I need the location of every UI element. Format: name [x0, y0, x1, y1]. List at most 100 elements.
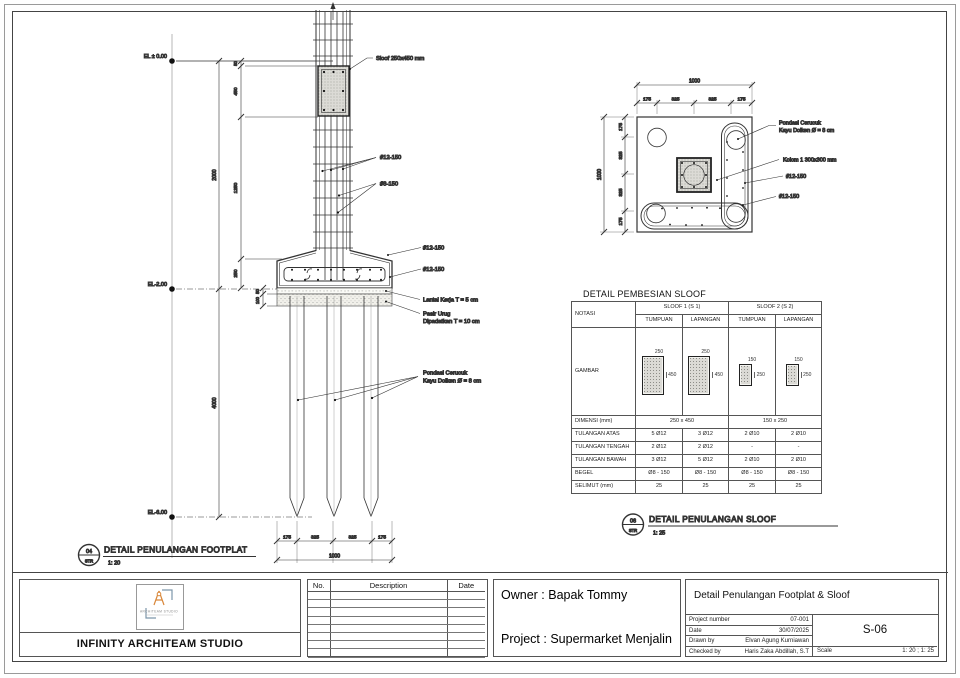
company-logo: ARCHITEAM STUDIO [136, 584, 184, 630]
pembesian-table-title: DETAIL PEMBESIAN SLOOF [583, 289, 706, 299]
footplat-detail-sheet-tag: STR [85, 559, 93, 564]
row-label-tulangan-atas: TULANGAN ATAS [571, 428, 636, 442]
plan-label-cerucuk-2: Kayu Dolken Ø = 8 cm [779, 128, 835, 134]
rev-empty-row [308, 640, 485, 650]
drawing-frame-border [12, 11, 947, 662]
label-pasir-urug-1: Pasir Urug [423, 312, 450, 318]
owner-project-box: Owner : Bapak Tommy Project : Supermarke… [493, 579, 681, 657]
revision-table: No. Description Date [308, 580, 485, 658]
label-lantai-kerja: Lantai Kerja T = 5 cm [423, 298, 478, 304]
field-checked-by: Checked by Haris Zaka Abdillah, S.T [686, 646, 813, 656]
cell: Ø8 - 150 [635, 467, 683, 481]
plan-dim-seg4: 175 [737, 97, 745, 103]
fig-dim-width: 250 [701, 348, 710, 355]
plan-dim-lseg3: 325 [618, 188, 624, 196]
plan-dim-total: 1000 [689, 79, 700, 85]
plan-dim-lseg2: 325 [618, 151, 624, 159]
plan-dim-seg3: 325 [708, 97, 716, 103]
cell: Ø8 - 150 [775, 467, 822, 481]
company-divider-line [20, 632, 300, 633]
cell: 2 Ø12 [635, 441, 683, 455]
dim-2000: 2000 [212, 169, 218, 180]
field-drawn-by: Drawn by Elvan Agung Kurniawan [686, 636, 813, 647]
cell: - [728, 441, 776, 455]
sloof1-section-figure [688, 355, 711, 395]
field-label: Drawn by [689, 638, 715, 644]
cell: 25 [635, 480, 683, 494]
cell: 3 Ø12 [682, 428, 729, 442]
drawing-canvas: EL ± 0.00 EL-2.00 EL-6.00 2000 4000 50 4… [77, 2, 838, 567]
titleblock-separator-line [12, 572, 948, 573]
sloof-detail-scale: 1: 25 [653, 531, 665, 537]
plan-label-cerucuk-1: Pondasi Cerucuk [779, 121, 821, 127]
section-view: EL ± 0.00 EL-2.00 EL-6.00 2000 4000 50 4… [77, 2, 482, 567]
row-label-tulangan-tengah: TULANGAN TENGAH [571, 441, 636, 455]
dim-chain-outer [215, 57, 223, 521]
gambar-s1-tumpuan: 250 450 [635, 327, 683, 416]
sloof-detail-number: 06 [630, 519, 636, 525]
column-stirrups [313, 23, 353, 249]
plan-label-bar2: #12-150 [779, 194, 799, 200]
footplat-plan-outline [636, 116, 753, 233]
dim-50b: 50 [255, 289, 260, 294]
cell: - [775, 441, 822, 455]
footplat-section [276, 249, 393, 289]
rev-empty-row [308, 599, 485, 609]
label-cerucuk-1: Pondasi Cerucuk [423, 371, 467, 377]
plan-dim-seg1: 175 [643, 97, 651, 103]
field-project-number: Project number 07-001 [686, 615, 813, 626]
col-header-sloof2: SLOOF 2 (S 2) [728, 301, 822, 315]
footplat-detail-scale: 1: 20 [108, 561, 120, 567]
field-value: 30/07/2025 [778, 627, 809, 634]
elevation-label-bottom: EL-6.00 [148, 510, 167, 516]
cerucuk-piles [289, 296, 379, 517]
field-label: Date [689, 627, 702, 634]
dim-w175a: 175 [283, 535, 291, 541]
gambar-s1-lapangan: 250 450 [682, 327, 729, 416]
fig-dim-width: 150 [794, 357, 803, 363]
dim-100: 100 [255, 296, 260, 304]
pembesian-table: NOTASI SLOOF 1 (S 1) SLOOF 2 (S 2) TUMPU… [571, 301, 822, 494]
rev-empty-row [308, 648, 485, 658]
plan-leaders [716, 125, 784, 206]
scale-label: Scale [817, 648, 833, 654]
field-label: Checked by [689, 648, 721, 655]
cell: 2 Ø12 [682, 441, 729, 455]
row-label-gambar: GAMBAR [571, 327, 636, 416]
dim-50a: 50 [233, 61, 238, 66]
sloof2-section-figure [739, 364, 753, 386]
col-header-tumpuan-s2: TUMPUAN [728, 314, 776, 328]
fig-dim-width: 250 [654, 348, 664, 355]
paper-outer-border [4, 4, 956, 674]
cell: 2 Ø10 [728, 454, 776, 468]
elevation-label-top: EL ± 0.00 [144, 54, 167, 60]
rev-empty-row [308, 624, 485, 633]
col-header-sloof1: SLOOF 1 (S 1) [635, 301, 729, 315]
label-foot-bot-bar: #12-150 [423, 267, 444, 273]
dim-250: 250 [233, 269, 239, 277]
dimensi-s2: 150 x 250 [728, 415, 822, 429]
label-foot-top-bar: #12-150 [423, 246, 444, 252]
footplat-detail-title: 04 STR DETAIL PENULANGAN FOOTPLAT 1: 20 [77, 543, 256, 567]
pile-circles [646, 127, 746, 224]
row-label-selimut: SELIMUT (mm) [571, 480, 636, 494]
elevation-markers [169, 58, 175, 520]
plan-dim-lseg1: 175 [618, 123, 624, 131]
pembesian-table-block: DETAIL PEMBESIAN SLOOF NOTASI SLOOF 1 (S… [571, 289, 825, 494]
dim-w325b: 325 [348, 535, 356, 541]
field-value: Elvan Agung Kurniawan [745, 638, 809, 644]
label-stirrup: #8-150 [380, 182, 398, 188]
company-box: ARCHITEAM STUDIO INFINITY ARCHITEAM STUD… [19, 579, 301, 657]
company-name: INFINITY ARCHITEAM STUDIO [76, 638, 244, 650]
dimensi-s1: 250 x 450 [635, 415, 729, 429]
cell: 5 Ø12 [635, 428, 683, 442]
sheet-number: S-06 [813, 615, 937, 647]
dim-w325a: 325 [311, 535, 319, 541]
sheet-info-box: Detail Penulangan Footplat & Sloof Proje… [685, 579, 939, 657]
row-label-tulangan-bawah: TULANGAN BAWAH [571, 454, 636, 468]
pasir-urug-strip [276, 293, 393, 307]
sloof-detail-name: DETAIL PENULANGAN SLOOF [649, 514, 776, 524]
col-header-notasi: NOTASI [571, 301, 636, 328]
company-logo-graphic: ARCHITEAM STUDIO [140, 589, 178, 619]
revision-table-box: No. Description Date [307, 579, 488, 658]
